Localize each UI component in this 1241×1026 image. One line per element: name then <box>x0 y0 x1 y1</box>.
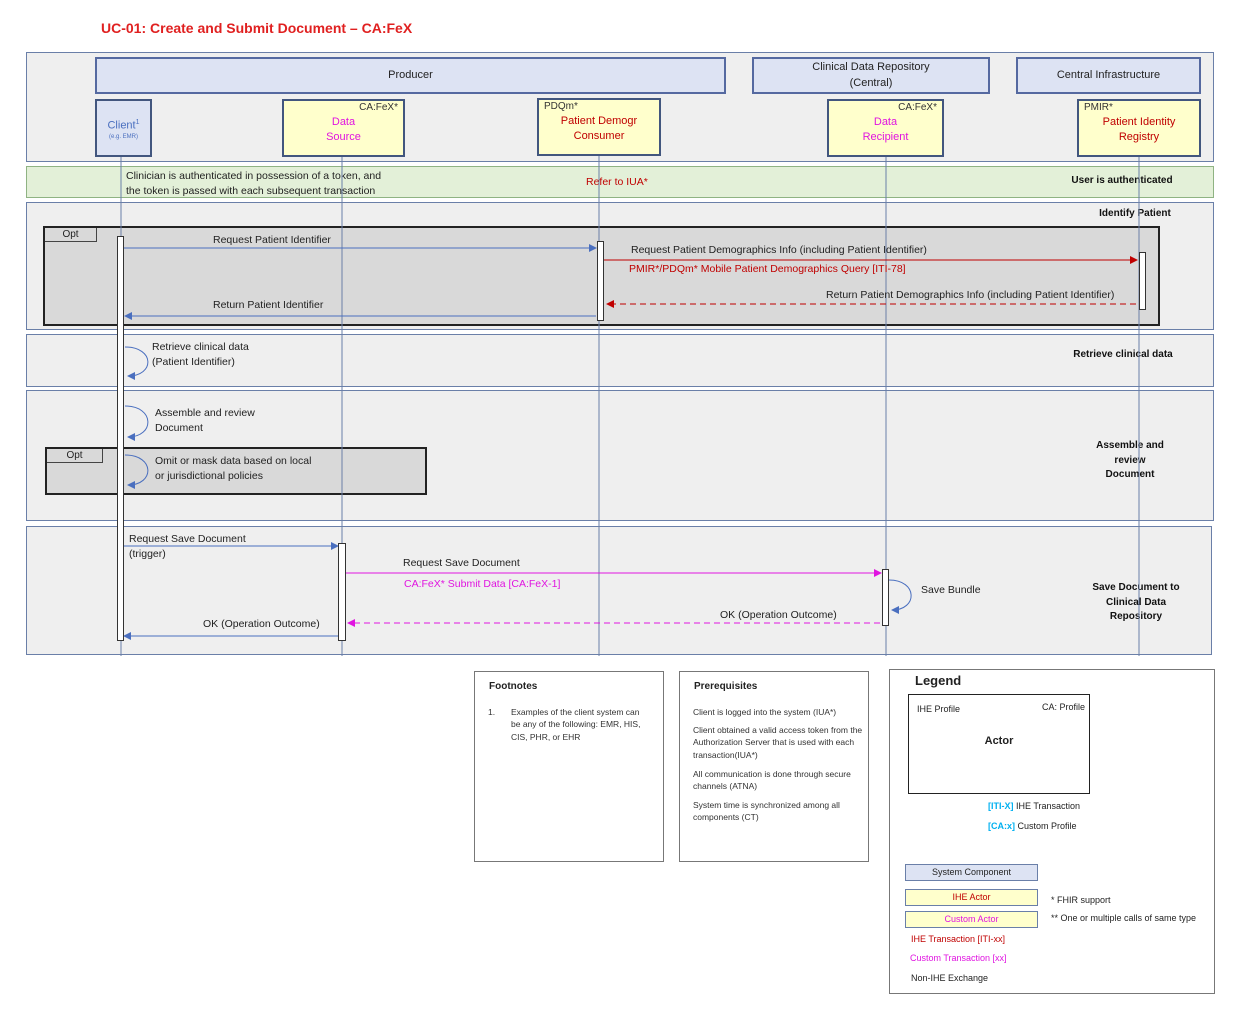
prerequisites-heading: Prerequisites <box>694 681 758 692</box>
arrow-retrieve-self <box>124 346 149 380</box>
legend-ihe-actor: IHE Actor <box>905 889 1038 906</box>
actor-data-recipient: CA:FeX* Data Recipient <box>827 99 944 157</box>
lifelines <box>120 156 1140 656</box>
prereq-item-2: Client obtained a valid access token fro… <box>693 725 863 760</box>
activation-client <box>117 236 124 641</box>
section-retrieve-clinical-data: Retrieve clinical data <box>1073 349 1173 360</box>
legend-ihe-transaction: IHE Transaction [ITI-xx] <box>911 934 1006 944</box>
msg-pmir-query: PMIR*/PDQm* Mobile Patient Demographics … <box>629 263 906 275</box>
legend-ca-row: [CA:x] Custom Profile <box>988 821 1077 831</box>
section-identify-patient: Identify Patient <box>1099 208 1171 219</box>
prereq-item-4: System time is synchronized among all co… <box>693 800 840 823</box>
opt-frame-assemble <box>45 447 427 495</box>
page-title: UC-01: Create and Submit Document – CA:F… <box>101 20 413 36</box>
opt-tag-identify: Opt <box>45 228 97 242</box>
footnote-number: 1. <box>488 707 496 717</box>
legend-fhir-note: * FHIR support <box>1051 895 1111 905</box>
arrow-omit-self <box>124 454 149 489</box>
footnote-text: Examples of the client system can be any… <box>511 707 641 742</box>
legend-custom-actor: Custom Actor <box>905 911 1038 928</box>
system-clinical-data-repository: Clinical Data Repository(Central) <box>752 57 990 94</box>
legend-actor-label: Actor <box>984 735 1014 747</box>
legend-non-ihe: Non-IHE Exchange <box>911 973 989 983</box>
system-central-infrastructure: Central Infrastructure <box>1016 57 1201 94</box>
msg-ok-dr: OK (Operation Outcome) <box>720 609 837 621</box>
legend-system-component: System Component <box>905 864 1038 881</box>
footnotes-panel: Footnotes 1. Examples of the client syst… <box>474 671 664 862</box>
msg-retrieve-1: Retrieve clinical data <box>152 341 249 353</box>
legend-multi-note: ** One or multiple calls of same type <box>1051 913 1197 923</box>
msg-ret-demographics: Return Patient Demographics Info (includ… <box>826 289 1115 301</box>
activation-data-recipient <box>882 569 889 626</box>
msg-req-demographics: Request Patient Demographics Info (inclu… <box>631 244 927 256</box>
msg-assemble-2: Document <box>155 422 203 434</box>
system-producer: Producer <box>95 57 726 94</box>
msg-req-save-1: Request Save Document <box>129 533 246 545</box>
actor-patient-identity-registry: PMIR* Patient Identity Registry <box>1077 99 1201 157</box>
msg-req-save-2: (trigger) <box>129 548 166 560</box>
legend-ihe-profile: IHE Profile <box>917 704 961 714</box>
auth-lane <box>26 166 1214 198</box>
msg-omit-1: Omit or mask data based on local <box>155 455 312 467</box>
prereq-item-3: All communication is done through secure… <box>693 769 851 792</box>
msg-ok-client: OK (Operation Outcome) <box>203 618 320 630</box>
section-user-authenticated: User is authenticated <box>1071 175 1173 186</box>
msg-assemble-1: Assemble and review <box>155 407 255 419</box>
activation-pmir <box>1139 252 1146 310</box>
footnotes-heading: Footnotes <box>489 681 538 692</box>
opt-tag-assemble: Opt <box>47 449 103 463</box>
msg-req-patient-id: Request Patient Identifier <box>213 234 331 246</box>
legend-actor-box: IHE Profile CA: Profile Actor <box>908 694 1090 794</box>
auth-note-line1: Clinician is authenticated in possession… <box>126 170 382 182</box>
msg-save-bundle: Save Bundle <box>921 584 981 596</box>
msg-ret-patient-id: Return Patient Identifier <box>213 299 324 311</box>
msg-req-save-ds: Request Save Document <box>403 557 520 569</box>
legend-iti-row: [ITI-X] IHE Transaction <box>988 801 1081 811</box>
actor-patient-demographics-consumer: PDQm* Patient Demogr Consumer <box>537 98 661 156</box>
msg-submit-data: CA:FeX* Submit Data [CA:FeX-1] <box>404 578 561 590</box>
auth-note-line2: the token is passed with each subsequent… <box>126 185 376 197</box>
legend-ca-profile: CA: Profile <box>1041 702 1085 712</box>
save-lane <box>26 526 1212 655</box>
refer-to-iua: Refer to IUA* <box>586 176 648 188</box>
actor-data-source: CA:FeX* Data Source <box>282 99 405 157</box>
legend-heading: Legend <box>915 673 962 688</box>
prerequisites-panel: Prerequisites Client is logged into the … <box>679 671 869 862</box>
activation-data-source <box>338 543 346 641</box>
activation-pdq-consumer <box>597 241 604 321</box>
msg-retrieve-2: (Patient Identifier) <box>152 356 235 368</box>
arrow-assemble-self <box>124 405 149 441</box>
retrieve-lane <box>26 334 1214 387</box>
legend-custom-transaction: Custom Transaction [xx] <box>910 953 1007 963</box>
msg-omit-2: or jurisdictional policies <box>155 470 263 482</box>
prereq-item-1: Client is logged into the system (IUA*) <box>693 707 837 717</box>
actor-client: Client1 (e.g. EMR) <box>95 99 152 157</box>
arrow-save-bundle-self <box>888 579 912 614</box>
